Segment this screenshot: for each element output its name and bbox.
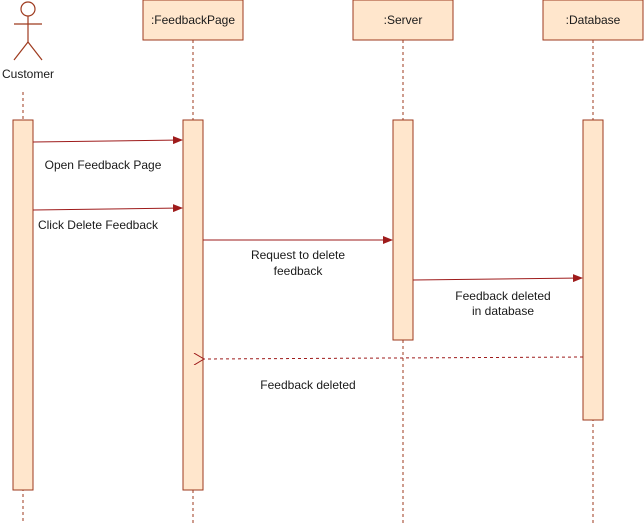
- stick-figure-icon: [13, 1, 43, 61]
- message-label-line2: feedback: [274, 264, 324, 278]
- message-label-line1: Request to delete: [251, 248, 345, 262]
- message-label-line2: in database: [472, 304, 534, 318]
- message-label: Open Feedback Page: [45, 158, 162, 172]
- database-activation-bar: [582, 119, 604, 421]
- customer-actor[interactable]: Customer: [2, 1, 54, 81]
- message-arrow: [32, 136, 183, 145]
- server-activation-bar: [392, 119, 414, 341]
- message-feedback-deleted-return[interactable]: Feedback deleted: [204, 357, 584, 392]
- message-label: Click Delete Feedback: [38, 218, 159, 232]
- message-arrow: [412, 274, 583, 283]
- participant-label: :Server: [384, 13, 423, 27]
- message-feedback-deleted-in-database[interactable]: Feedback deleted in database: [412, 274, 583, 318]
- participant-database[interactable]: :Database: [542, 0, 644, 41]
- participant-box: [352, 0, 454, 41]
- message-label-line1: Feedback deleted: [455, 289, 550, 303]
- message-open-feedback-page[interactable]: Open Feedback Page: [32, 136, 183, 172]
- participant-label: :Database: [566, 13, 621, 27]
- message-request-to-delete[interactable]: Request to delete feedback: [203, 236, 393, 278]
- participant-feedbackpage[interactable]: :FeedbackPage: [142, 0, 244, 41]
- participant-label: :FeedbackPage: [151, 13, 235, 27]
- participant-server[interactable]: :Server: [352, 0, 454, 41]
- message-click-delete-feedback[interactable]: Click Delete Feedback: [32, 204, 183, 232]
- customer-activation-bar: [12, 119, 34, 491]
- customer-label: Customer: [2, 67, 54, 81]
- participant-box: [142, 0, 244, 41]
- feedbackpage-activation-bar: [182, 119, 204, 491]
- return-arrow: [204, 357, 584, 359]
- message-arrow: [32, 204, 183, 213]
- participant-box: [542, 0, 644, 41]
- message-label: Feedback deleted: [260, 378, 355, 392]
